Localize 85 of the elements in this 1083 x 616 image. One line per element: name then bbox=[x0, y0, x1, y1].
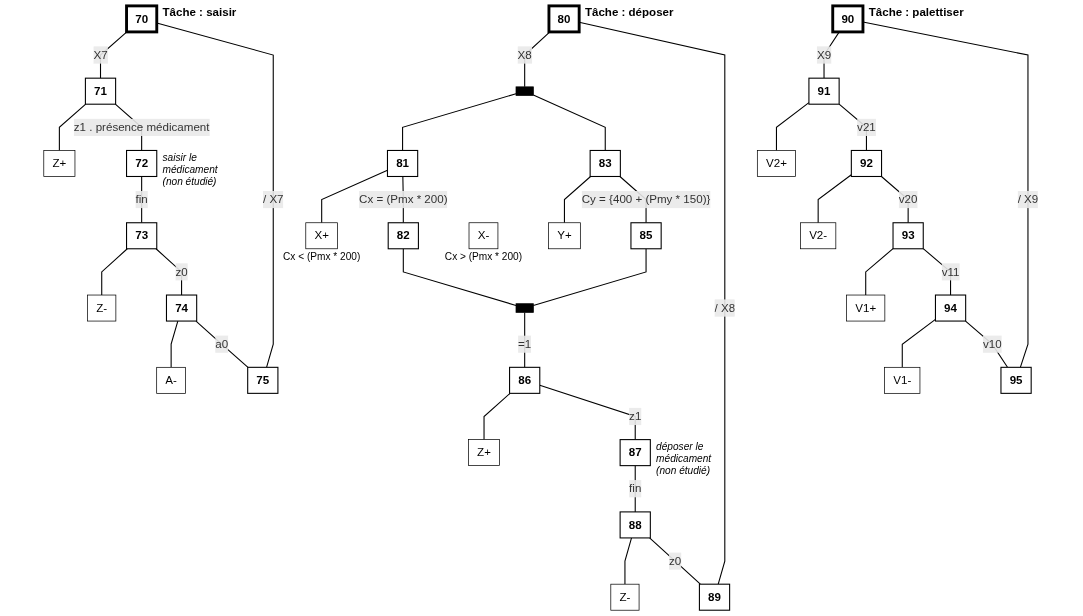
node-box: 75 bbox=[247, 366, 279, 394]
edge-label: Cx = (Pmx * 200) bbox=[359, 193, 448, 206]
node-box: 86 bbox=[509, 366, 541, 394]
node-box: 91 bbox=[808, 77, 841, 105]
node-box: V1- bbox=[884, 366, 921, 394]
edge-label: fin bbox=[136, 193, 149, 206]
node-box: 71 bbox=[85, 77, 117, 105]
connector bbox=[818, 174, 853, 224]
node-bar bbox=[516, 303, 535, 313]
connector bbox=[823, 31, 841, 79]
connector bbox=[839, 103, 868, 151]
node-box: X- bbox=[469, 222, 499, 250]
connector bbox=[483, 392, 512, 441]
connector bbox=[865, 248, 895, 296]
node-box: 94 bbox=[935, 294, 967, 322]
node-box: V2- bbox=[800, 222, 837, 250]
node-box: Y+ bbox=[548, 222, 582, 250]
node-box: 88 bbox=[620, 511, 652, 539]
step-description: déposer le médicament (non étudié) bbox=[656, 440, 712, 477]
edge-label: X8 bbox=[518, 48, 533, 61]
node-box: Z+ bbox=[468, 439, 501, 466]
edge-label: fin bbox=[629, 482, 642, 495]
edge-label: v11 bbox=[942, 265, 960, 278]
node-box: 72 bbox=[126, 149, 158, 177]
edge-label: z0 bbox=[669, 554, 682, 567]
connector bbox=[579, 21, 726, 585]
node-box: 74 bbox=[166, 294, 198, 322]
node-box: 70 bbox=[125, 4, 159, 34]
node-box: V1+ bbox=[846, 294, 886, 322]
node-box: Z+ bbox=[43, 150, 76, 177]
task-title: Tâche : déposer bbox=[585, 6, 674, 18]
edge-label: X7 bbox=[93, 48, 109, 61]
node-box: 92 bbox=[851, 149, 883, 177]
node-box: 80 bbox=[548, 4, 582, 34]
connector bbox=[100, 31, 128, 79]
action-condition: Cx < (Pmx * 200) bbox=[283, 251, 361, 263]
edge-label: a0 bbox=[215, 337, 229, 350]
connector bbox=[59, 103, 87, 151]
node-box: 83 bbox=[590, 149, 622, 177]
connector bbox=[524, 311, 526, 368]
node-box: Z- bbox=[87, 294, 117, 322]
node-box: A- bbox=[156, 366, 187, 394]
connector bbox=[195, 320, 249, 368]
connector bbox=[624, 537, 633, 585]
connector bbox=[403, 248, 518, 306]
connector bbox=[862, 21, 1029, 368]
step-description: saisir le médicament (non étudié) bbox=[163, 151, 219, 188]
edge-label: / X9 bbox=[1018, 193, 1039, 206]
connector bbox=[533, 94, 607, 151]
node-box: 93 bbox=[893, 222, 925, 250]
connector bbox=[533, 248, 648, 306]
node-box: 95 bbox=[1000, 366, 1033, 394]
connector bbox=[402, 93, 518, 151]
connector bbox=[902, 318, 937, 368]
edge-label: Cy = {400 + (Pmy * 150)} bbox=[582, 193, 711, 206]
edge-label: v20 bbox=[899, 193, 918, 206]
edge-label: =1 bbox=[518, 337, 532, 350]
node-box: Z- bbox=[610, 583, 640, 611]
task-title: Tâche : saisir bbox=[163, 6, 237, 18]
edge-label: z1 bbox=[629, 409, 642, 423]
task-title: Tâche : palettiser bbox=[869, 6, 965, 18]
edge-label: v10 bbox=[983, 337, 1003, 350]
connector bbox=[649, 537, 702, 585]
node-box: 82 bbox=[388, 222, 420, 250]
action-condition: Cx > (Pmx * 200) bbox=[445, 251, 523, 263]
connector bbox=[965, 320, 1009, 368]
node-box: V2+ bbox=[757, 150, 797, 177]
edge-label: z1 . présence médicament bbox=[74, 120, 210, 134]
connector bbox=[776, 102, 810, 151]
connector bbox=[564, 175, 592, 224]
edge-label: / X7 bbox=[263, 193, 285, 206]
connector bbox=[171, 320, 179, 368]
connector bbox=[101, 248, 129, 296]
edge-label: z0 bbox=[175, 265, 189, 278]
node-box: 90 bbox=[831, 4, 865, 34]
node-box: 85 bbox=[630, 222, 663, 250]
edge-label: / X8 bbox=[715, 301, 736, 314]
edge-label: v21 bbox=[857, 120, 877, 134]
node-box: 89 bbox=[699, 583, 731, 611]
node-box: 87 bbox=[620, 439, 652, 467]
node-box: X+ bbox=[305, 222, 339, 250]
node-bar bbox=[516, 86, 535, 96]
node-box: 81 bbox=[387, 149, 419, 177]
edge-label: X9 bbox=[817, 48, 832, 61]
node-box: 73 bbox=[126, 222, 158, 250]
